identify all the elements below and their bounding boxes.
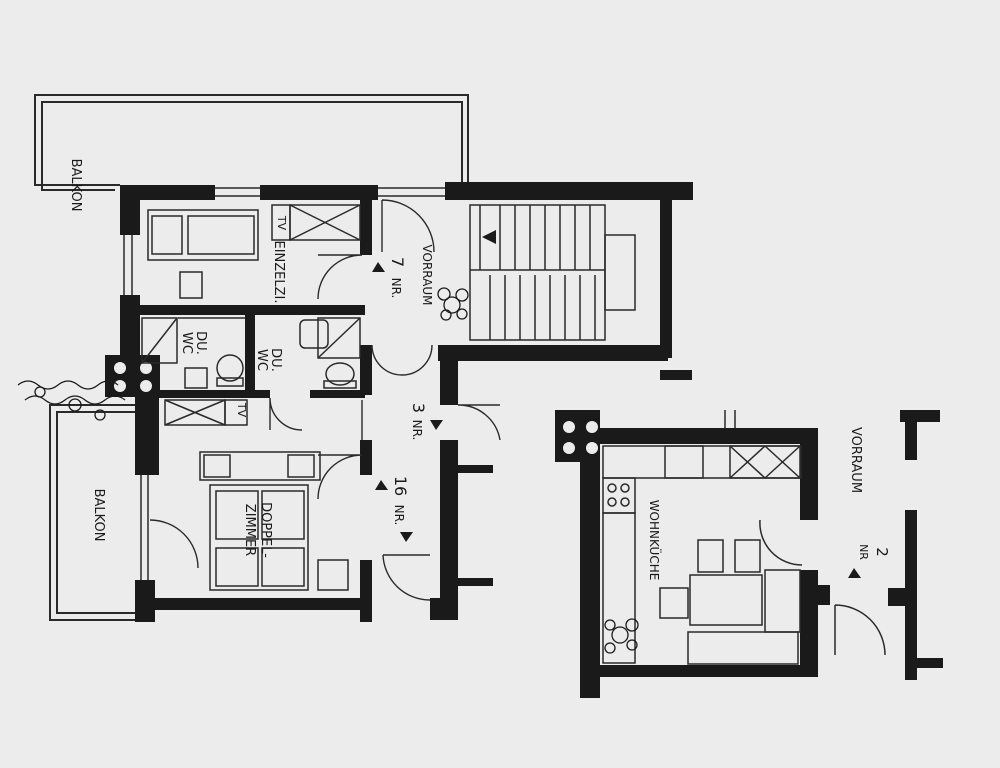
du-wc-right-line1: DU. bbox=[268, 348, 283, 372]
bathroom-right bbox=[299, 317, 361, 389]
einzelzi-furniture bbox=[147, 204, 361, 299]
wohnkueche-label: WOHNKÜCHE bbox=[647, 500, 663, 581]
sink-icon bbox=[664, 445, 704, 479]
einzelzi-label: EINZELZI. bbox=[271, 240, 286, 303]
doppel-label-line1: DOPPEL- bbox=[258, 502, 273, 558]
apartment-number-3: NR. 3 bbox=[409, 403, 443, 440]
balkon-bottom-label: BALKON bbox=[91, 489, 106, 542]
shower-icon bbox=[317, 317, 361, 359]
apartment-prefix: NR. bbox=[392, 505, 406, 526]
chair-icon bbox=[179, 271, 203, 299]
vorraum-right-label: VORRAUM bbox=[848, 427, 863, 493]
balkon-top-label: BALKON bbox=[68, 159, 83, 212]
sink-icon bbox=[184, 367, 208, 389]
plant-icon bbox=[17, 380, 126, 421]
windows bbox=[123, 187, 445, 580]
plant-icon bbox=[604, 618, 639, 654]
du-wc-right-line2: WC bbox=[254, 349, 269, 371]
du-wc-left-line1: DU. bbox=[193, 331, 208, 355]
toilet-icon bbox=[325, 362, 355, 386]
door-swing-icon bbox=[149, 199, 501, 601]
balcony-top-outline bbox=[34, 94, 469, 191]
tv-mid-label: TV bbox=[235, 402, 248, 418]
chair-icon bbox=[659, 587, 689, 619]
apartment-number: 7 bbox=[388, 257, 407, 267]
vorraum-top-label: VORRAUM bbox=[420, 245, 434, 306]
exterior-walls bbox=[120, 182, 693, 622]
sink-icon bbox=[299, 319, 329, 349]
apartment-number-16: NR. 16 bbox=[375, 476, 413, 542]
apartment-number-7: NR. 7 bbox=[372, 257, 407, 298]
arrow-icon bbox=[372, 262, 385, 272]
chair-icon bbox=[287, 454, 315, 478]
toilet-icon bbox=[216, 354, 244, 382]
chair-icon bbox=[734, 539, 761, 573]
apartment-number: 2 bbox=[873, 547, 891, 557]
doppel-furniture bbox=[164, 399, 349, 591]
tv-top-label: TV bbox=[275, 215, 288, 231]
bed-icon bbox=[147, 209, 259, 261]
arrow-icon bbox=[430, 420, 443, 430]
plant-icon bbox=[437, 287, 469, 321]
arrow-icon bbox=[400, 532, 413, 542]
apartment-prefix: NR. bbox=[410, 420, 424, 441]
apartment-prefix: NR bbox=[857, 544, 870, 560]
du-wc-left-line2: WC bbox=[179, 332, 194, 354]
apartment-number: 16 bbox=[391, 476, 410, 496]
chimney-icon bbox=[563, 421, 598, 454]
arrow-icon bbox=[375, 480, 388, 490]
apartment-prefix: NR. bbox=[389, 278, 403, 299]
bed-icon bbox=[209, 484, 309, 591]
arrow-icon bbox=[848, 568, 861, 578]
chair-icon bbox=[697, 539, 724, 573]
chair-icon bbox=[203, 454, 231, 478]
chimney-icon bbox=[105, 355, 160, 397]
apartment-number-2: NR 2 bbox=[848, 544, 891, 578]
shower-icon bbox=[141, 317, 178, 364]
staircase bbox=[469, 204, 636, 341]
bathroom-left bbox=[141, 317, 245, 389]
stair-arrow-icon bbox=[482, 230, 496, 244]
apartment-number: 3 bbox=[409, 403, 428, 413]
kitchen-furniture bbox=[602, 410, 886, 665]
doppel-label-line2: ZIMMER bbox=[242, 504, 257, 556]
